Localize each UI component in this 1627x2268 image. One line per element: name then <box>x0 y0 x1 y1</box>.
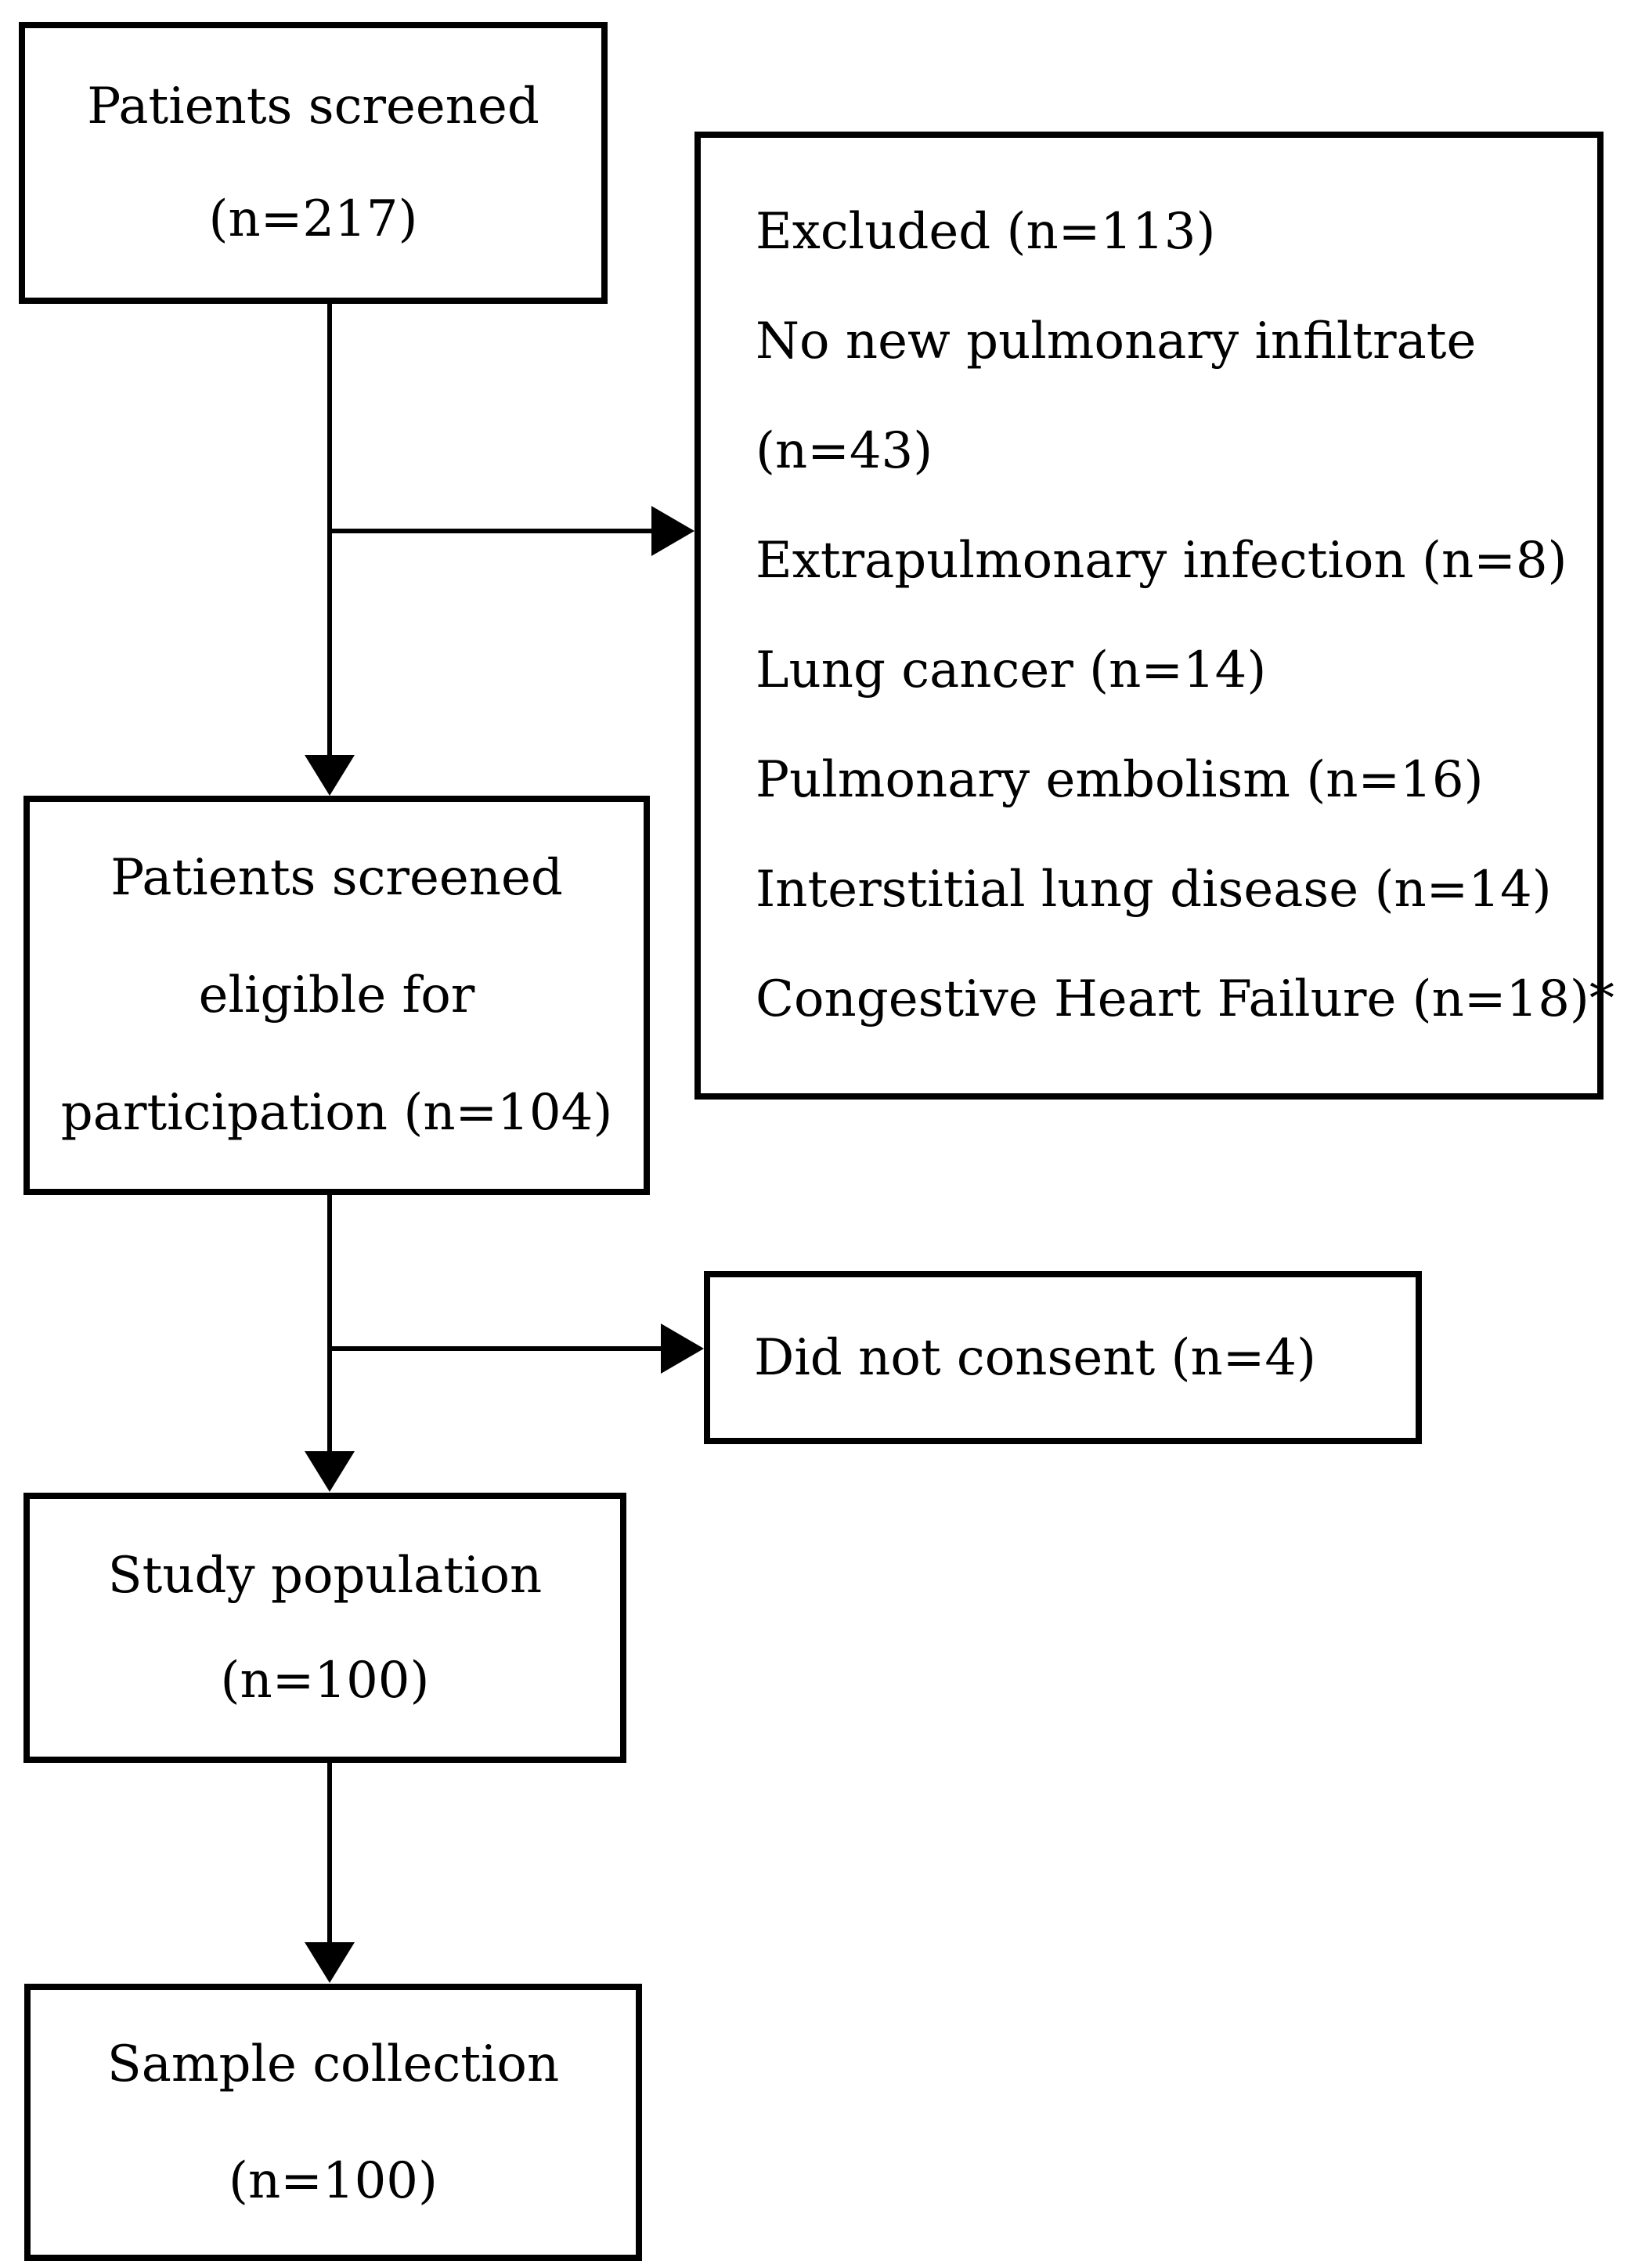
box-eligible: Patients screened eligible for participa… <box>23 796 650 1195</box>
connector-eligible-to-study <box>327 1195 332 1453</box>
box-patients-screened-line: Patients screened <box>87 78 539 135</box>
box-study-population-count: (n=100) <box>220 1651 430 1710</box>
box-sample-collection-count: (n=100) <box>229 2151 438 2210</box>
box-did-not-consent-line: Did not consent (n=4) <box>754 1328 1316 1387</box>
arrow-down-icon <box>305 1942 355 1983</box>
excluded-reason-no-infiltrate: No new pulmonary infiltrate <box>756 312 1477 370</box>
arrow-right-icon <box>661 1324 704 1374</box>
arrow-down-icon <box>305 1451 355 1492</box>
box-eligible-line-3: participation (n=104) <box>60 1084 613 1142</box>
excluded-reason-pulmonary-embolism: Pulmonary embolism (n=16) <box>756 751 1484 809</box>
box-study-population: Study population (n=100) <box>23 1493 626 1763</box>
connector-study-to-sample <box>327 1763 332 1944</box>
box-sample-collection: Sample collection (n=100) <box>24 1984 642 2261</box>
box-excluded: Excluded (n=113) No new pulmonary infilt… <box>694 132 1614 1100</box>
box-eligible-line-2: eligible for <box>198 966 475 1024</box>
arrow-right-icon <box>651 506 694 556</box>
connector-branch-to-consent <box>327 1346 661 1351</box>
excluded-reason-chf: Congestive Heart Failure (n=18)* <box>756 970 1614 1028</box>
box-patients-screened-count: (n=217) <box>208 190 418 248</box>
excluded-reason-interstitial: Interstitial lung disease (n=14) <box>756 861 1552 919</box>
box-eligible-line-1: Patients screened <box>110 849 563 907</box>
box-study-population-line: Study population <box>107 1546 543 1605</box>
arrow-down-icon <box>305 755 355 796</box>
excluded-reason-lung-cancer: Lung cancer (n=14) <box>756 641 1267 699</box>
excluded-reason-no-infiltrate-count: (n=43) <box>756 422 933 480</box>
box-sample-collection-line: Sample collection <box>106 2035 560 2093</box>
box-patients-screened: Patients screened (n=217) <box>19 22 608 304</box>
box-did-not-consent: Did not consent (n=4) <box>704 1271 1422 1444</box>
excluded-total: Excluded (n=113) <box>756 203 1216 261</box>
excluded-reason-extrapulmonary: Extrapulmonary infection (n=8) <box>756 532 1567 590</box>
connector-branch-to-excluded <box>327 529 651 533</box>
